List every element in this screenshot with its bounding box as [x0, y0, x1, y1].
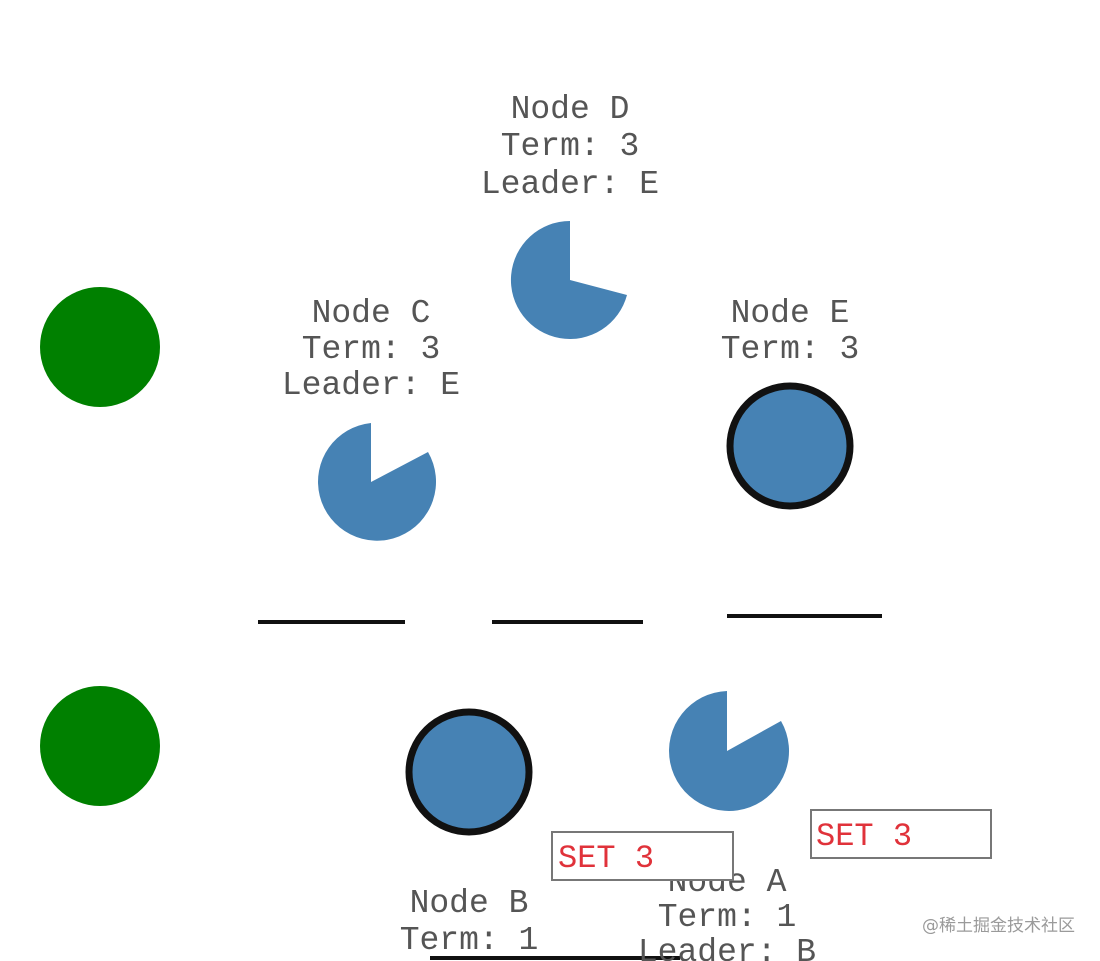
node-e-term: Term: 3 — [721, 331, 860, 368]
node-a-leader: Leader: B — [638, 934, 816, 961]
node-e[interactable]: Node E Term: 3 — [721, 295, 860, 510]
node-b-term: Term: 1 — [400, 922, 539, 959]
node-d-leader: Leader: E — [481, 166, 659, 203]
command-box-border — [810, 809, 992, 859]
node-e-name: Node E — [731, 295, 850, 332]
node-d[interactable]: Node D Term: 3 Leader: E — [481, 91, 659, 339]
client-top[interactable] — [40, 287, 160, 407]
watermark: @稀土掘金技术社区 — [922, 916, 1075, 936]
node-b-name: Node B — [410, 885, 529, 922]
node-c-circle — [318, 423, 437, 541]
command-box: SET 3 — [810, 809, 992, 859]
node-a[interactable]: Node A Term: 1 Leader: B — [638, 691, 816, 961]
node-d-name: Node D — [511, 91, 630, 128]
node-a-circle — [669, 691, 790, 811]
client-bottom[interactable] — [40, 686, 160, 806]
command-box-border — [551, 831, 734, 881]
command-text: SET 3 — [816, 818, 912, 855]
node-c-term: Term: 3 — [302, 331, 441, 368]
command-box: SET 3 — [551, 831, 734, 881]
command-text: SET 3 — [558, 840, 654, 877]
node-b[interactable]: Node B Term: 1 — [400, 708, 539, 959]
node-c-leader: Leader: E — [282, 367, 460, 404]
node-c[interactable]: Node C Term: 3 Leader: E — [282, 295, 460, 541]
node-b-circle — [405, 708, 533, 836]
node-a-term: Term: 1 — [658, 899, 797, 936]
node-d-term: Term: 3 — [501, 128, 640, 165]
node-c-name: Node C — [312, 295, 431, 332]
node-e-circle — [726, 382, 854, 510]
node-d-circle — [510, 220, 627, 339]
